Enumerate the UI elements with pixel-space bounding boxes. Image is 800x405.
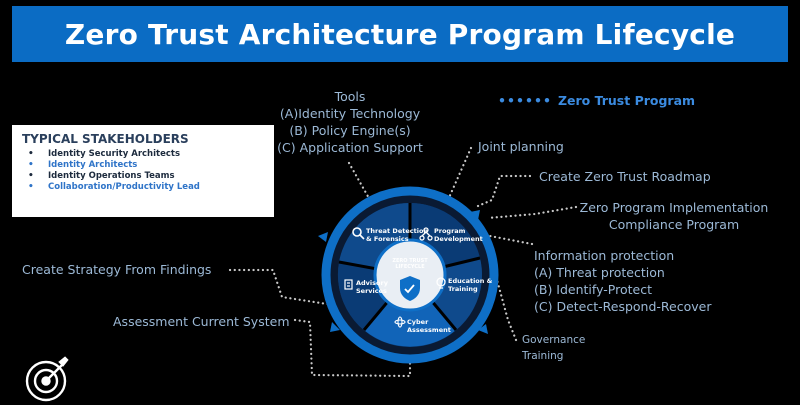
stakeholders-box: TYPICAL STAKEHOLDERS Identity Security A…	[12, 125, 274, 217]
page-title: Zero Trust Architecture Program Lifecycl…	[64, 17, 736, 51]
stakeholders-heading: TYPICAL STAKEHOLDERS	[22, 132, 189, 146]
wheel-ring	[321, 186, 499, 364]
stakeholder-item: Identity Architects	[22, 160, 264, 171]
check-icon	[404, 284, 415, 294]
connector-roadmap	[476, 174, 532, 208]
program-label: Zero Trust Program	[557, 93, 696, 108]
atom-icon	[394, 316, 406, 328]
connector-assessment	[293, 318, 412, 378]
network-icon	[419, 227, 433, 241]
label-line: (A) Threat protection	[534, 265, 665, 280]
stakeholder-item: Identity Security Architects	[22, 149, 264, 160]
segment-label-line: Education &	[448, 277, 493, 285]
connector-strategy	[228, 268, 342, 308]
ring-arrow-icon	[478, 324, 488, 334]
label-line: Training	[522, 350, 564, 362]
connector-joint-planning	[446, 146, 473, 202]
target-arrow-icon	[25, 356, 69, 402]
center-line: LIFECYCLE	[395, 264, 425, 270]
label-info-protection: Information protection (A) Threat protec…	[534, 247, 711, 315]
label-line: Tools	[334, 89, 366, 104]
label-line: (B) Policy Engine(s)	[289, 123, 411, 138]
label-line: Compliance Program	[608, 217, 740, 232]
segment-label-line: Cyber	[407, 318, 429, 326]
segment-label-line: & Forensics	[366, 235, 409, 243]
connector-info-protection	[488, 234, 534, 246]
wheel-center-title: ZERO TRUST LIFECYCLE	[380, 258, 440, 270]
label-joint-planning: Joint planning	[478, 139, 564, 154]
segment-label-program-development: Program Development	[434, 227, 483, 243]
segment-label-line: Training	[448, 285, 478, 293]
label-line: (C) Application Support	[277, 140, 423, 155]
label-assessment: Assessment Current System	[113, 314, 290, 329]
document-icon	[344, 279, 353, 290]
stakeholder-item: Identity Operations Teams	[22, 171, 264, 182]
segment-label-line: Advisory	[356, 279, 388, 287]
label-line: (B) Identify-Protect	[534, 282, 652, 297]
label-line: (A)Identity Technology	[279, 106, 421, 121]
segment-label-line: Development	[434, 235, 483, 243]
label-line: Governance	[522, 334, 586, 346]
program-legend: •••••• Zero Trust Program	[498, 93, 695, 108]
label-governance: Governance Training	[522, 332, 585, 364]
segment-label-line: Program	[434, 227, 466, 235]
ring-arrow-icon	[470, 210, 480, 220]
wheel-core	[373, 238, 447, 312]
label-strategy: Create Strategy From Findings	[22, 262, 212, 277]
label-roadmap: Create Zero Trust Roadmap	[539, 169, 711, 184]
dotted-line-icon: ••••••	[498, 93, 552, 108]
dotted-connectors	[228, 146, 578, 378]
connector-governance	[495, 278, 518, 342]
label-line: (C) Detect-Respond-Recover	[534, 299, 712, 314]
label-implementation: Zero Program Implementation Compliance P…	[574, 199, 774, 233]
label-line: Zero Program Implementation	[579, 200, 769, 215]
center-line: ZERO TRUST	[392, 258, 428, 264]
label-tools: Tools (A)Identity Technology (B) Policy …	[270, 88, 430, 156]
title-banner: Zero Trust Architecture Program Lifecycl…	[12, 6, 788, 62]
ring-arrow-icon	[318, 232, 328, 242]
segment-label-line: Services	[356, 287, 387, 295]
stakeholder-item: Collaboration/Productivity Lead	[22, 182, 264, 193]
label-line: Information protection	[534, 248, 675, 263]
magnifier-icon	[352, 227, 365, 240]
segment-label-advisory: Advisory Services	[356, 279, 388, 295]
segment-label-education: Education & Training	[448, 277, 492, 293]
connector-implementation	[486, 205, 578, 220]
connector-tools	[347, 161, 372, 202]
ring-arrow-icon	[330, 322, 340, 332]
segment-label-line: Assessment	[407, 326, 451, 334]
lightbulb-icon	[436, 277, 446, 289]
stakeholders-list: Identity Security Architects Identity Ar…	[22, 149, 264, 193]
segment-label-threat-detection: Threat Detection & Forensics	[366, 227, 428, 243]
segment-label-cyber-assessment: Cyber Assessment	[407, 318, 451, 334]
segment-label-line: Threat Detection	[366, 227, 429, 235]
